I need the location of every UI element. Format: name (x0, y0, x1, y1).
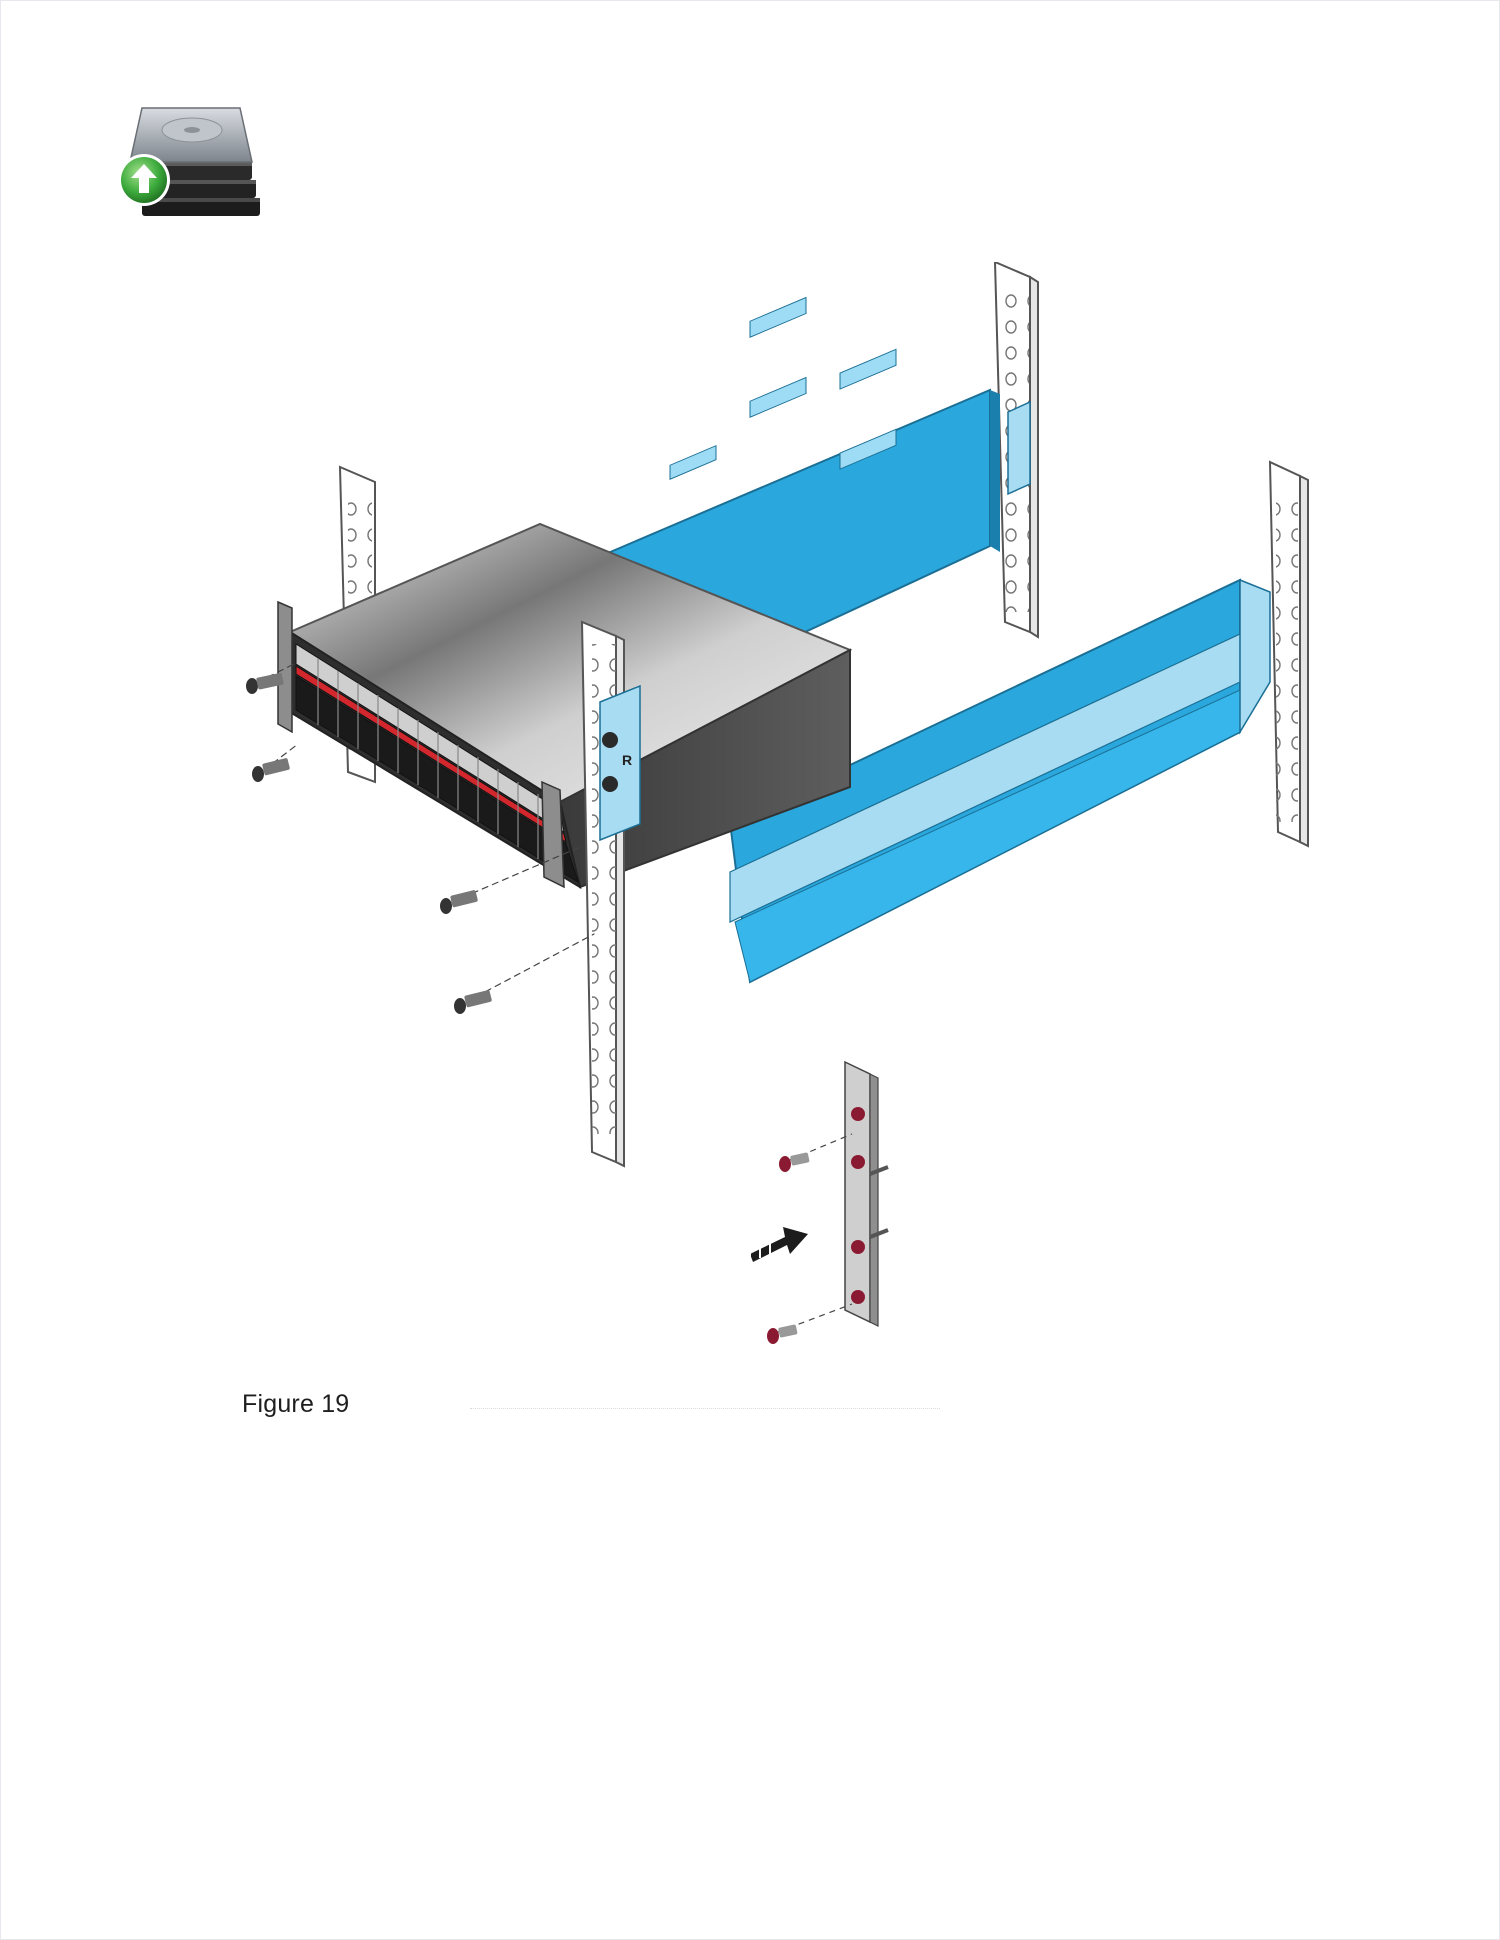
adapter-bracket-detail (750, 1062, 888, 1344)
figure-caption: Figure 19 (242, 1390, 349, 1419)
screw-adapter-bottom (767, 1304, 852, 1344)
caption-faint-line (470, 1408, 940, 1413)
rack-installation-figure: R (230, 262, 1350, 1362)
screw-adapter-top (779, 1134, 852, 1172)
screw-left-bottom (252, 744, 298, 782)
hard-drive-upload-icon (112, 104, 272, 224)
rack-post-far-right (1270, 462, 1308, 846)
insert-direction-arrow-icon (750, 1227, 808, 1262)
rail-label: R (622, 752, 632, 768)
rail-front-bracket: R (600, 686, 640, 840)
screw-right-bottom (454, 934, 594, 1014)
